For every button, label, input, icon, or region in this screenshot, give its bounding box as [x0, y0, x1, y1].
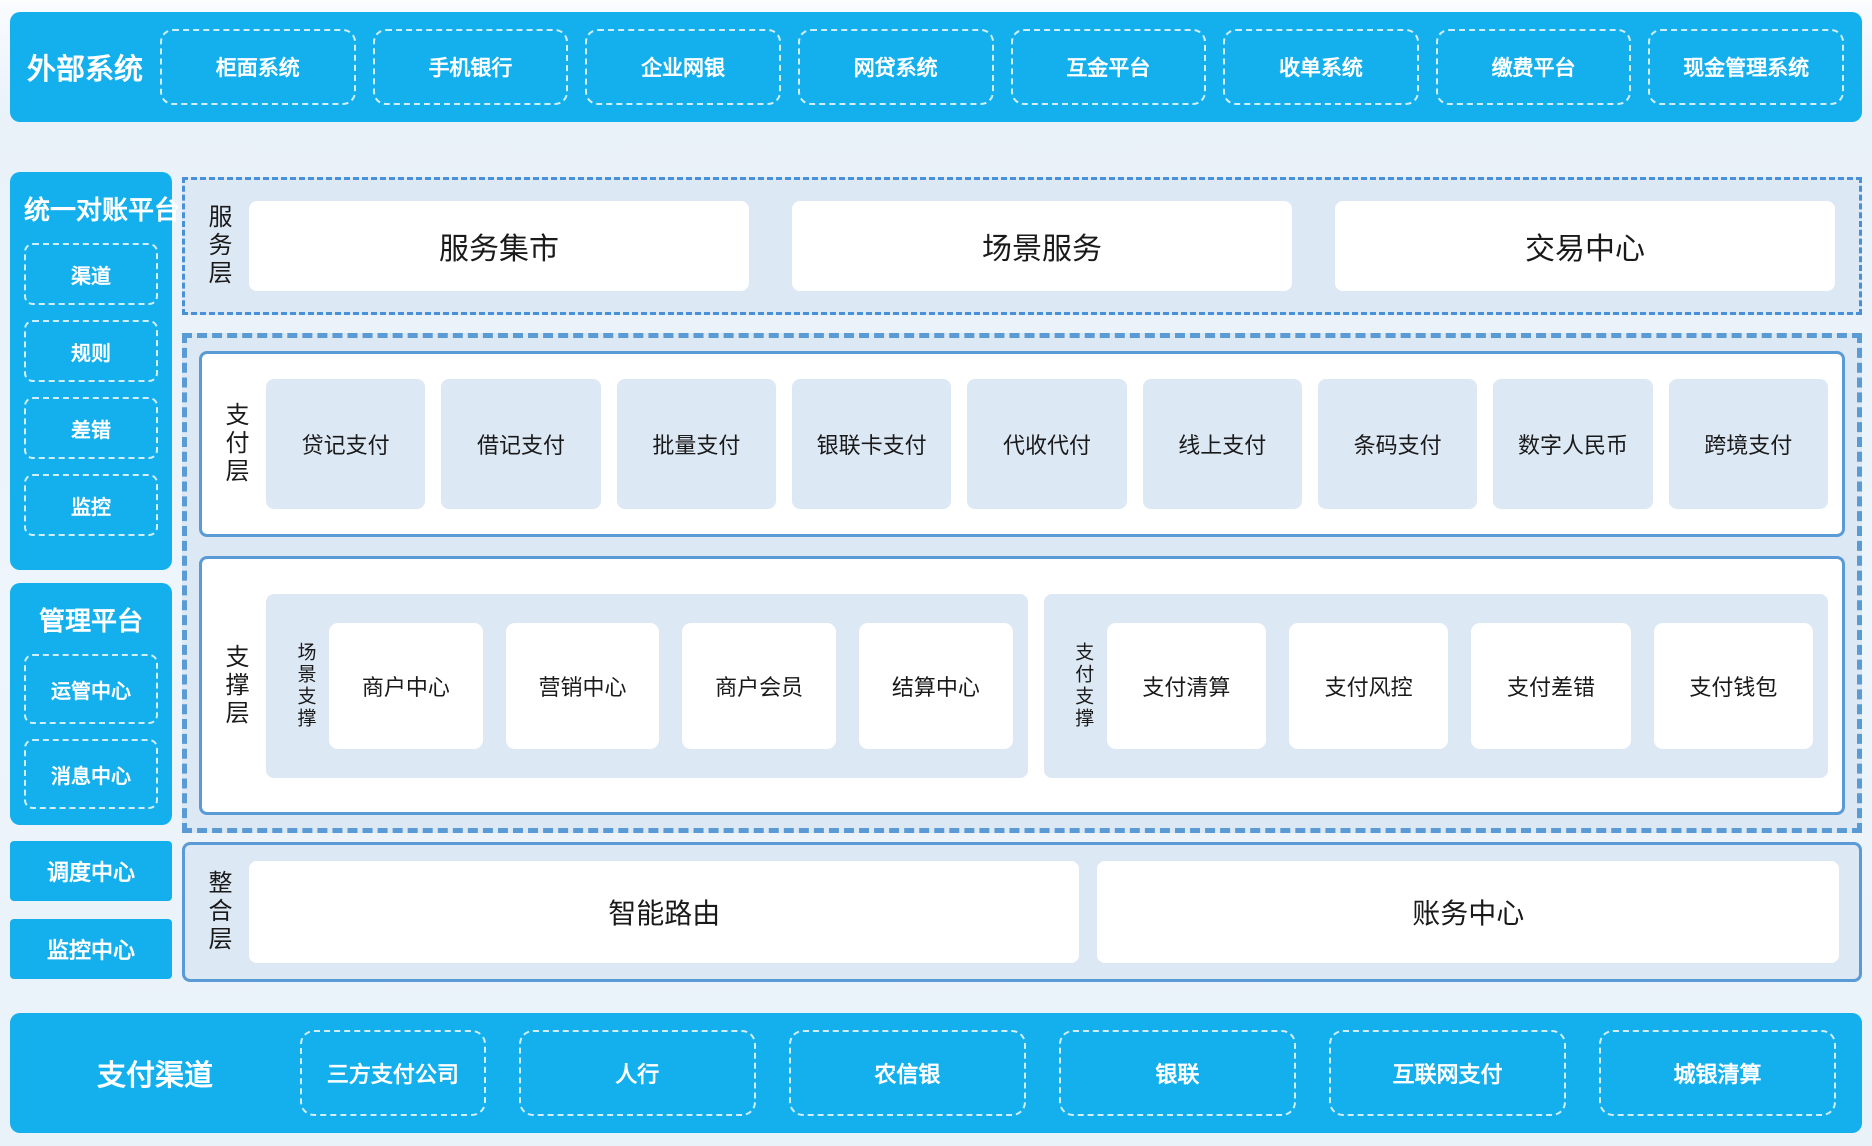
payment-support-node: 支付清算 — [1106, 622, 1267, 749]
payment-support-container: 支付层 贷记支付 借记支付 批量支付 银联卡支付 代收代付 线上支付 条码支付 … — [182, 333, 1862, 833]
external-system-node: 企业网银 — [585, 29, 781, 105]
service-layer-section: 服务层 服务集市 场景服务 交易中心 — [182, 177, 1862, 315]
payment-channel-node: 人行 — [518, 1030, 756, 1116]
payment-support-group: 支付支撑 支付清算 支付风控 支付差错 支付钱包 — [1043, 593, 1828, 778]
payment-channels-items: 三方支付公司 人行 农信银 银联 互联网支付 城银清算 — [300, 1030, 1862, 1116]
payment-support-node: 支付差错 — [1471, 622, 1631, 749]
service-node: 服务集市 — [249, 201, 749, 291]
payment-layer-label-col: 支付层 — [202, 354, 266, 534]
mgmt-node: 运管中心 — [24, 654, 158, 724]
payment-support-label: 支付支撑 — [1072, 641, 1094, 730]
scene-support-group: 场景支撑 商户中心 营销中心 商户会员 结算中心 — [266, 593, 1028, 778]
integration-layer-label: 整合层 — [204, 870, 231, 954]
external-systems-title: 外部系统 — [26, 54, 143, 86]
external-system-node: 缴费平台 — [1435, 29, 1632, 105]
external-system-node: 现金管理系统 — [1648, 29, 1844, 105]
payment-support-label-col: 支付支撑 — [1059, 594, 1107, 778]
payment-node: 条码支付 — [1317, 379, 1478, 509]
payment-layer-items: 贷记支付 借记支付 批量支付 银联卡支付 代收代付 线上支付 条码支付 数字人民… — [266, 379, 1828, 509]
payment-channels-title: 支付渠道 — [96, 1060, 213, 1092]
management-platform-title: 管理平台 — [38, 606, 143, 636]
service-node: 场景服务 — [792, 201, 1292, 291]
recon-node: 差错 — [24, 397, 158, 459]
service-layer-label-col: 服务层 — [185, 180, 249, 312]
support-layer-section: 支撑层 场景支撑 商户中心 营销中心 商户会员 结算中心 支付支撑 — [199, 556, 1845, 815]
scene-support-label: 场景支撑 — [294, 641, 316, 730]
service-layer-label: 服务层 — [204, 204, 231, 288]
payment-node: 跨境支付 — [1668, 379, 1828, 509]
service-layer-items: 服务集市 场景服务 交易中心 — [249, 201, 1835, 291]
payment-channels-bar: 支付渠道 三方支付公司 人行 农信银 银联 互联网支付 城银清算 — [10, 1013, 1862, 1133]
integration-layer-items: 智能路由 账务中心 — [249, 861, 1839, 963]
integration-node: 智能路由 — [249, 861, 1080, 963]
payment-channel-node: 银联 — [1058, 1030, 1296, 1116]
payment-node: 线上支付 — [1142, 379, 1302, 509]
reconciliation-platform-panel: 统一对账平台 渠道 规则 差错 监控 — [10, 172, 181, 570]
payment-node: 借记支付 — [441, 379, 601, 509]
reconciliation-platform-title: 统一对账平台 — [24, 195, 181, 225]
support-layer-label-col: 支撑层 — [202, 559, 266, 812]
mgmt-node: 消息中心 — [24, 739, 158, 809]
dispatch-center-box: 调度中心 — [10, 841, 172, 901]
external-systems-bar: 外部系统 柜面系统 手机银行 企业网银 网贷系统 互金平台 收单系统 缴费平台 … — [10, 12, 1862, 122]
payment-node: 银联卡支付 — [791, 379, 952, 509]
recon-node: 规则 — [24, 320, 158, 382]
external-system-node: 互金平台 — [1010, 29, 1207, 105]
payment-channel-node: 城银清算 — [1598, 1030, 1837, 1116]
integration-layer-section: 整合层 智能路由 账务中心 — [182, 842, 1862, 982]
support-layer-groups: 场景支撑 商户中心 营销中心 商户会员 结算中心 支付支撑 支付清算 支付风控 … — [266, 593, 1828, 778]
payment-channel-node: 农信银 — [788, 1030, 1026, 1116]
payment-channel-node: 三方支付公司 — [300, 1030, 486, 1116]
management-platform-panel: 管理平台 运管中心 消息中心 — [10, 583, 172, 825]
scene-support-items: 商户中心 营销中心 商户会员 结算中心 — [329, 622, 1013, 749]
payment-node: 数字人民币 — [1493, 379, 1653, 509]
external-system-node: 柜面系统 — [160, 29, 356, 105]
monitor-center-box: 监控中心 — [10, 919, 172, 979]
scene-support-node: 商户会员 — [682, 622, 837, 749]
scene-support-label-col: 场景支撑 — [281, 594, 329, 778]
payment-layer-label: 支付层 — [221, 402, 248, 486]
service-node: 交易中心 — [1335, 201, 1835, 291]
external-system-node: 手机银行 — [372, 29, 569, 105]
payment-node: 批量支付 — [616, 379, 776, 509]
scene-support-node: 营销中心 — [505, 622, 660, 749]
payment-layer-section: 支付层 贷记支付 借记支付 批量支付 银联卡支付 代收代付 线上支付 条码支付 … — [199, 351, 1845, 537]
integration-node: 账务中心 — [1097, 861, 1839, 963]
external-system-node: 网贷系统 — [797, 29, 994, 105]
payment-support-node: 支付风控 — [1289, 622, 1449, 749]
payment-channel-node: 互联网支付 — [1328, 1030, 1566, 1116]
payment-node: 代收代付 — [967, 379, 1127, 509]
scene-support-node: 商户中心 — [329, 622, 483, 749]
recon-node: 渠道 — [24, 243, 158, 305]
support-layer-label: 支撑层 — [221, 643, 248, 728]
scene-support-node: 结算中心 — [859, 622, 1013, 749]
payment-node: 贷记支付 — [266, 379, 426, 509]
payment-support-node: 支付钱包 — [1653, 622, 1813, 749]
integration-layer-label-col: 整合层 — [185, 845, 249, 979]
recon-node: 监控 — [24, 474, 158, 536]
external-systems-items: 柜面系统 手机银行 企业网银 网贷系统 互金平台 收单系统 缴费平台 现金管理系… — [160, 29, 1862, 105]
external-system-node: 收单系统 — [1223, 29, 1419, 105]
payment-support-items: 支付清算 支付风控 支付差错 支付钱包 — [1106, 622, 1813, 749]
